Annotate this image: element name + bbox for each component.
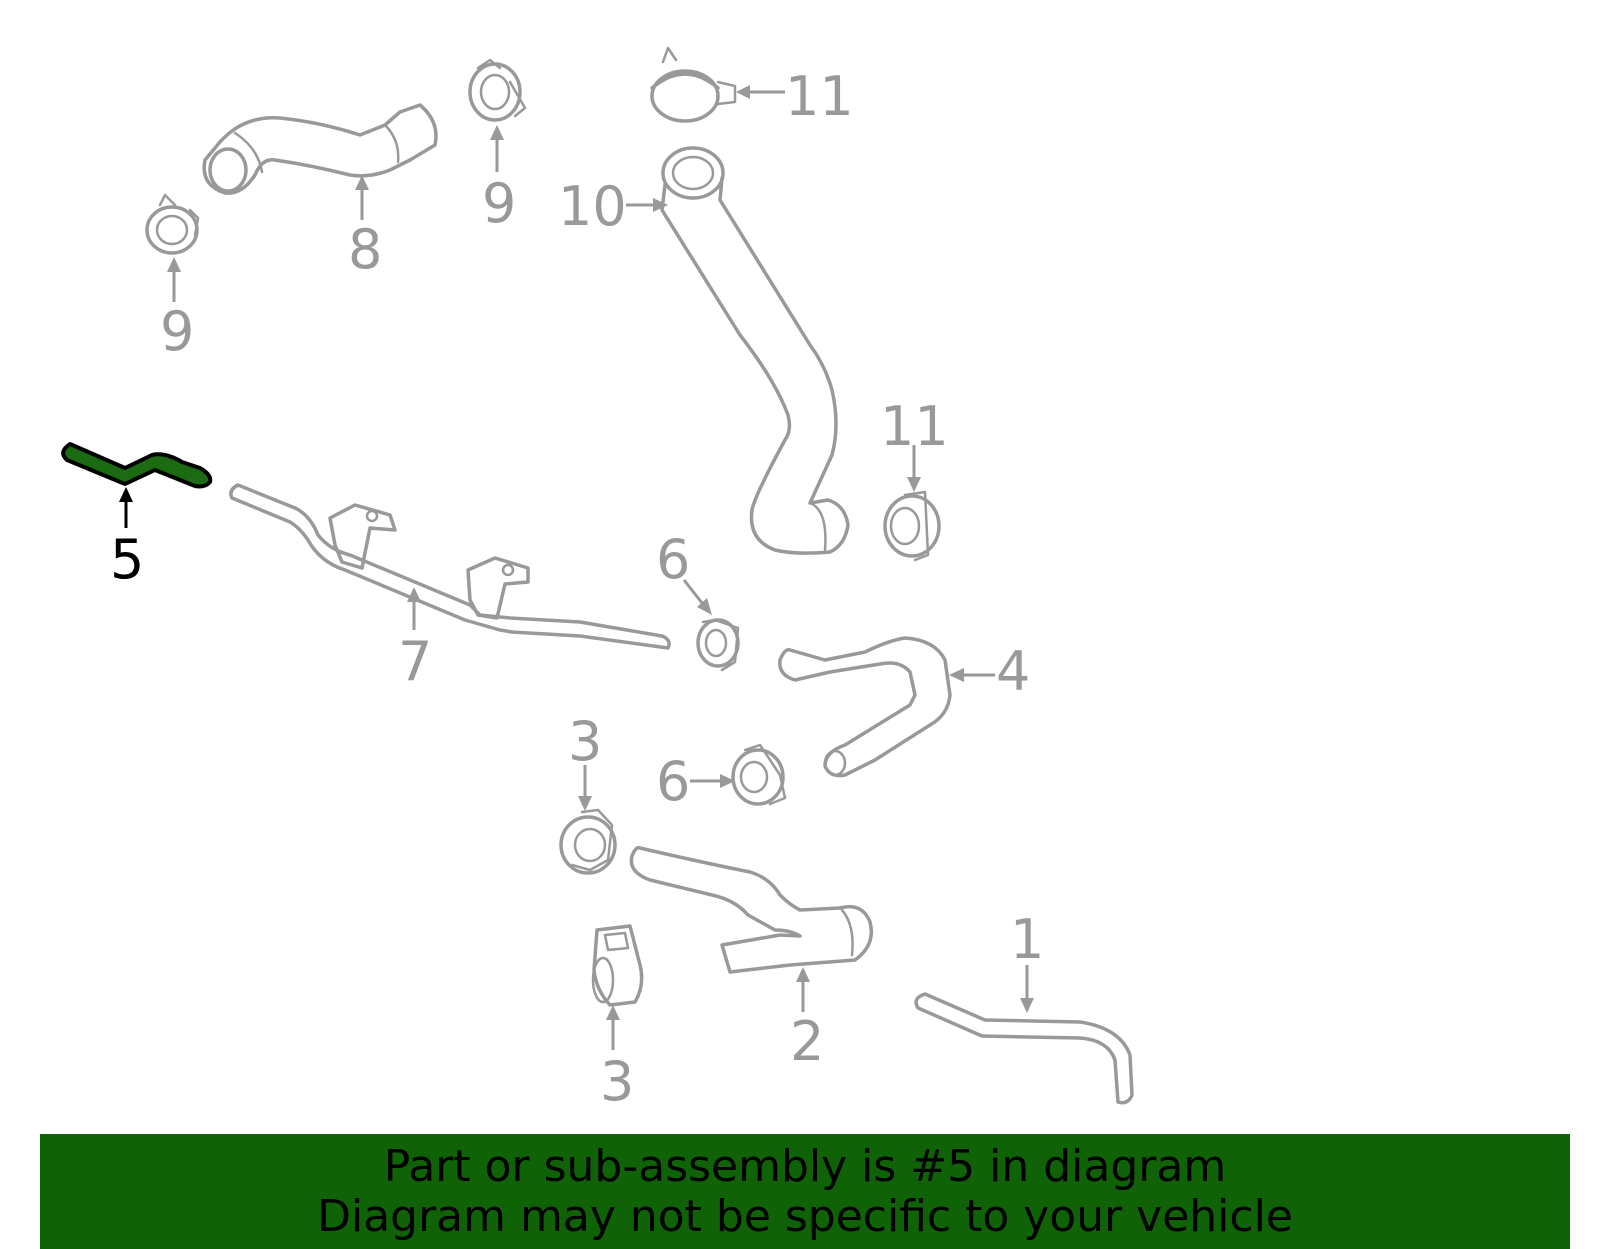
part-1-hose[interactable] (914, 992, 1134, 1105)
callout-3-upper: 3 (568, 710, 602, 773)
part-3-lower-clamp[interactable] (591, 924, 644, 1007)
part-7-pipe-assembly[interactable] (229, 483, 671, 650)
callout-3-lower: 3 (600, 1050, 634, 1113)
callout-labels: 11 9 8 9 10 11 5 6 7 4 3 6 1 2 3 (110, 65, 1044, 1113)
callout-4: 4 (996, 640, 1030, 703)
info-banner: Part or sub-assembly is #5 in diagram Di… (40, 1134, 1570, 1249)
callout-7: 7 (398, 630, 432, 693)
callout-5-highlighted: 5 (110, 528, 144, 591)
part-6-upper-clamp[interactable] (696, 618, 740, 672)
part-4-hose[interactable] (778, 636, 952, 778)
part-9-top-clamp[interactable] (468, 58, 527, 122)
callout-1: 1 (1010, 908, 1044, 971)
callout-9-left: 9 (160, 300, 194, 363)
callout-11-right: 11 (880, 395, 949, 458)
part-3-upper-clamp[interactable] (559, 808, 617, 875)
callout-arrows (119, 85, 1034, 1050)
callout-9-top: 9 (482, 172, 516, 235)
callout-10: 10 (558, 175, 627, 238)
part-10-long-hose[interactable] (660, 146, 850, 555)
part-2-hose[interactable] (629, 845, 874, 974)
part-11-top-clamp[interactable] (650, 46, 737, 123)
banner-line-part-number: Part or sub-assembly is #5 in diagram (383, 1140, 1227, 1192)
callout-11-top: 11 (785, 65, 854, 128)
callout-6-upper: 6 (656, 528, 690, 591)
callout-8: 8 (348, 218, 382, 281)
part-6-lower-clamp[interactable] (731, 743, 787, 806)
part-9-left-clamp[interactable] (145, 193, 200, 255)
callout-6-lower: 6 (656, 750, 690, 813)
part-11-right-clamp[interactable] (883, 490, 941, 562)
exploded-parts-diagram: 11 9 8 9 10 11 5 6 7 4 3 6 1 2 3 (61, 46, 1134, 1113)
callout-2: 2 (790, 1010, 824, 1073)
banner-line-disclaimer: Diagram may not be specific to your vehi… (317, 1190, 1293, 1242)
part-8-upper-hose[interactable] (202, 103, 438, 195)
part-5-highlighted-hose[interactable] (61, 442, 213, 489)
